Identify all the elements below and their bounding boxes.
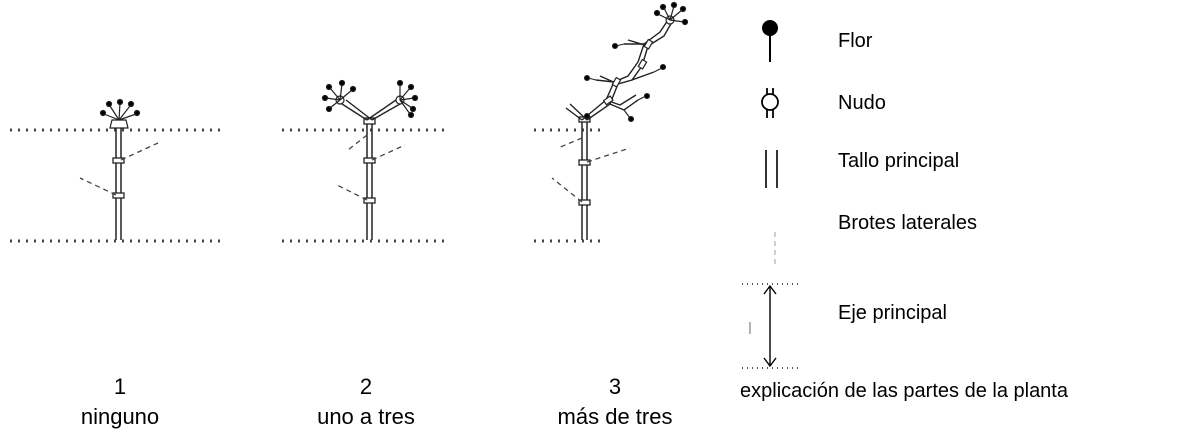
panel-label: uno a tres (317, 404, 415, 429)
side-shoot-icon (774, 232, 776, 268)
plant-diagram-2 (282, 79, 450, 243)
branch (565, 19, 673, 121)
panel-number: 3 (608, 374, 622, 399)
main-axis-icon (742, 283, 798, 369)
flower-cluster (99, 98, 141, 129)
legend-label-main-stem: Tallo principal (838, 150, 960, 172)
legend-label-main-axis: Eje principal (838, 302, 947, 324)
panel-number: 2 (359, 374, 373, 399)
panel-caption-3: 3 más de tres (515, 372, 715, 432)
branch (341, 99, 401, 121)
flower-cluster (395, 79, 419, 119)
flower-cluster (321, 79, 357, 113)
side-shoot (334, 134, 406, 201)
panel-label: ninguno (80, 404, 160, 429)
legend-caption: explicación de las partes de la planta (740, 380, 1068, 402)
plant-diagram-1 (10, 98, 220, 243)
node (363, 117, 376, 204)
panel-caption-2: 2 uno a tres (266, 372, 466, 432)
main-stem (581, 120, 588, 240)
flower (583, 42, 667, 123)
panel-number: 1 (113, 374, 127, 399)
flower-cluster (653, 1, 689, 26)
main-stem-icon (765, 150, 778, 188)
panel-label: más de tres (557, 404, 673, 429)
main-stem (366, 122, 373, 240)
node (112, 157, 125, 199)
side-shoot (79, 142, 159, 196)
main-stem (115, 128, 122, 240)
legend-label-side-shoots: Brotes laterales (838, 212, 977, 234)
legend-label-flower: Flor (838, 30, 873, 52)
node-icon (761, 88, 779, 118)
flower-icon (762, 20, 778, 62)
plant-diagram-3 (534, 1, 689, 243)
legend-label-node: Nudo (838, 92, 886, 114)
side-shoot (551, 137, 631, 203)
panel-caption-1: 1 ninguno (20, 372, 220, 432)
node (602, 38, 654, 106)
